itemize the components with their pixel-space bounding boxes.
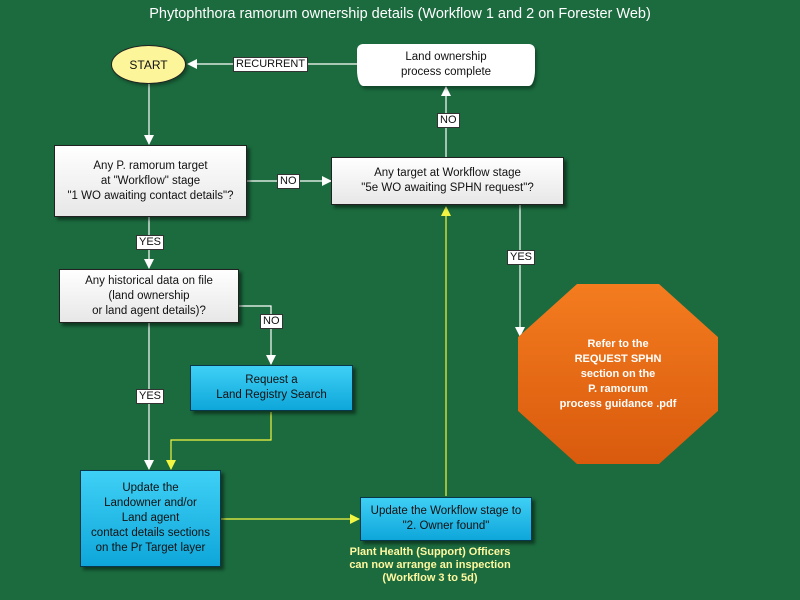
refer-request-sphn-node: Refer to the REQUEST SPHN section on the…: [518, 284, 718, 464]
land-ownership-complete-node: Land ownership process complete: [357, 44, 535, 86]
decision-workflow-stage-1: Any P. ramorum target at "Workflow" stag…: [54, 145, 247, 217]
decision-workflow-stage-5e: Any target at Workflow stage "5e WO awai…: [331, 157, 564, 205]
edge-label-recurrent: RECURRENT: [233, 57, 309, 72]
start-node: START: [111, 45, 186, 84]
edge-label-yes-update: YES: [136, 389, 165, 404]
edge-label-yes-sphn: YES: [507, 250, 536, 265]
arrow-hist-no: [239, 305, 276, 365]
diagram-title: Phytophthora ramorum ownership details (…: [149, 6, 651, 22]
update-landowner-node: Update the Landowner and/or Land agent c…: [80, 470, 221, 567]
arrow-registry-to-update: [166, 412, 272, 470]
decision-historical-data: Any historical data on file (land owners…: [59, 269, 239, 323]
edge-label-no-complete: NO: [437, 113, 460, 128]
edge-label-no-registry: NO: [260, 314, 283, 329]
edge-label-no-5e: NO: [277, 174, 300, 189]
edge-label-yes-history: YES: [136, 235, 165, 250]
request-land-registry-node: Request a Land Registry Search: [190, 365, 353, 411]
inspection-note: Plant Health (Support) Officers can now …: [349, 546, 511, 584]
update-workflow-owner-found-node: Update the Workflow stage to "2. Owner f…: [360, 497, 532, 541]
